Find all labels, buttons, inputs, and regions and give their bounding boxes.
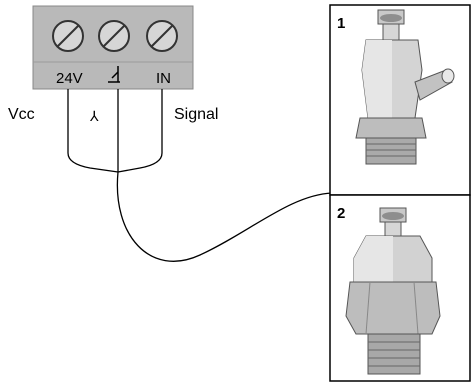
- wire-vcc: [67, 89, 119, 173]
- cable-to-sensor: [116, 171, 333, 262]
- sensor-number-1: 1: [337, 15, 345, 32]
- vcc-label: Vcc: [8, 106, 35, 123]
- wire-signal: [117, 89, 163, 173]
- screw-icon-ground[interactable]: [98, 20, 130, 52]
- terminal-label-in: IN: [156, 70, 171, 87]
- screw-icon-24v[interactable]: [52, 20, 84, 52]
- sensor-number-2: 2: [337, 205, 345, 222]
- sensor-image-2: [345, 207, 441, 375]
- terminal-label-24v: 24V: [56, 70, 83, 87]
- sensor-image-1: [355, 9, 455, 165]
- ground-wire-label: ⅄: [89, 108, 99, 124]
- signal-label: Signal: [174, 106, 218, 123]
- ground-symbol-icon: [108, 66, 120, 83]
- screw-icon-in[interactable]: [146, 20, 178, 52]
